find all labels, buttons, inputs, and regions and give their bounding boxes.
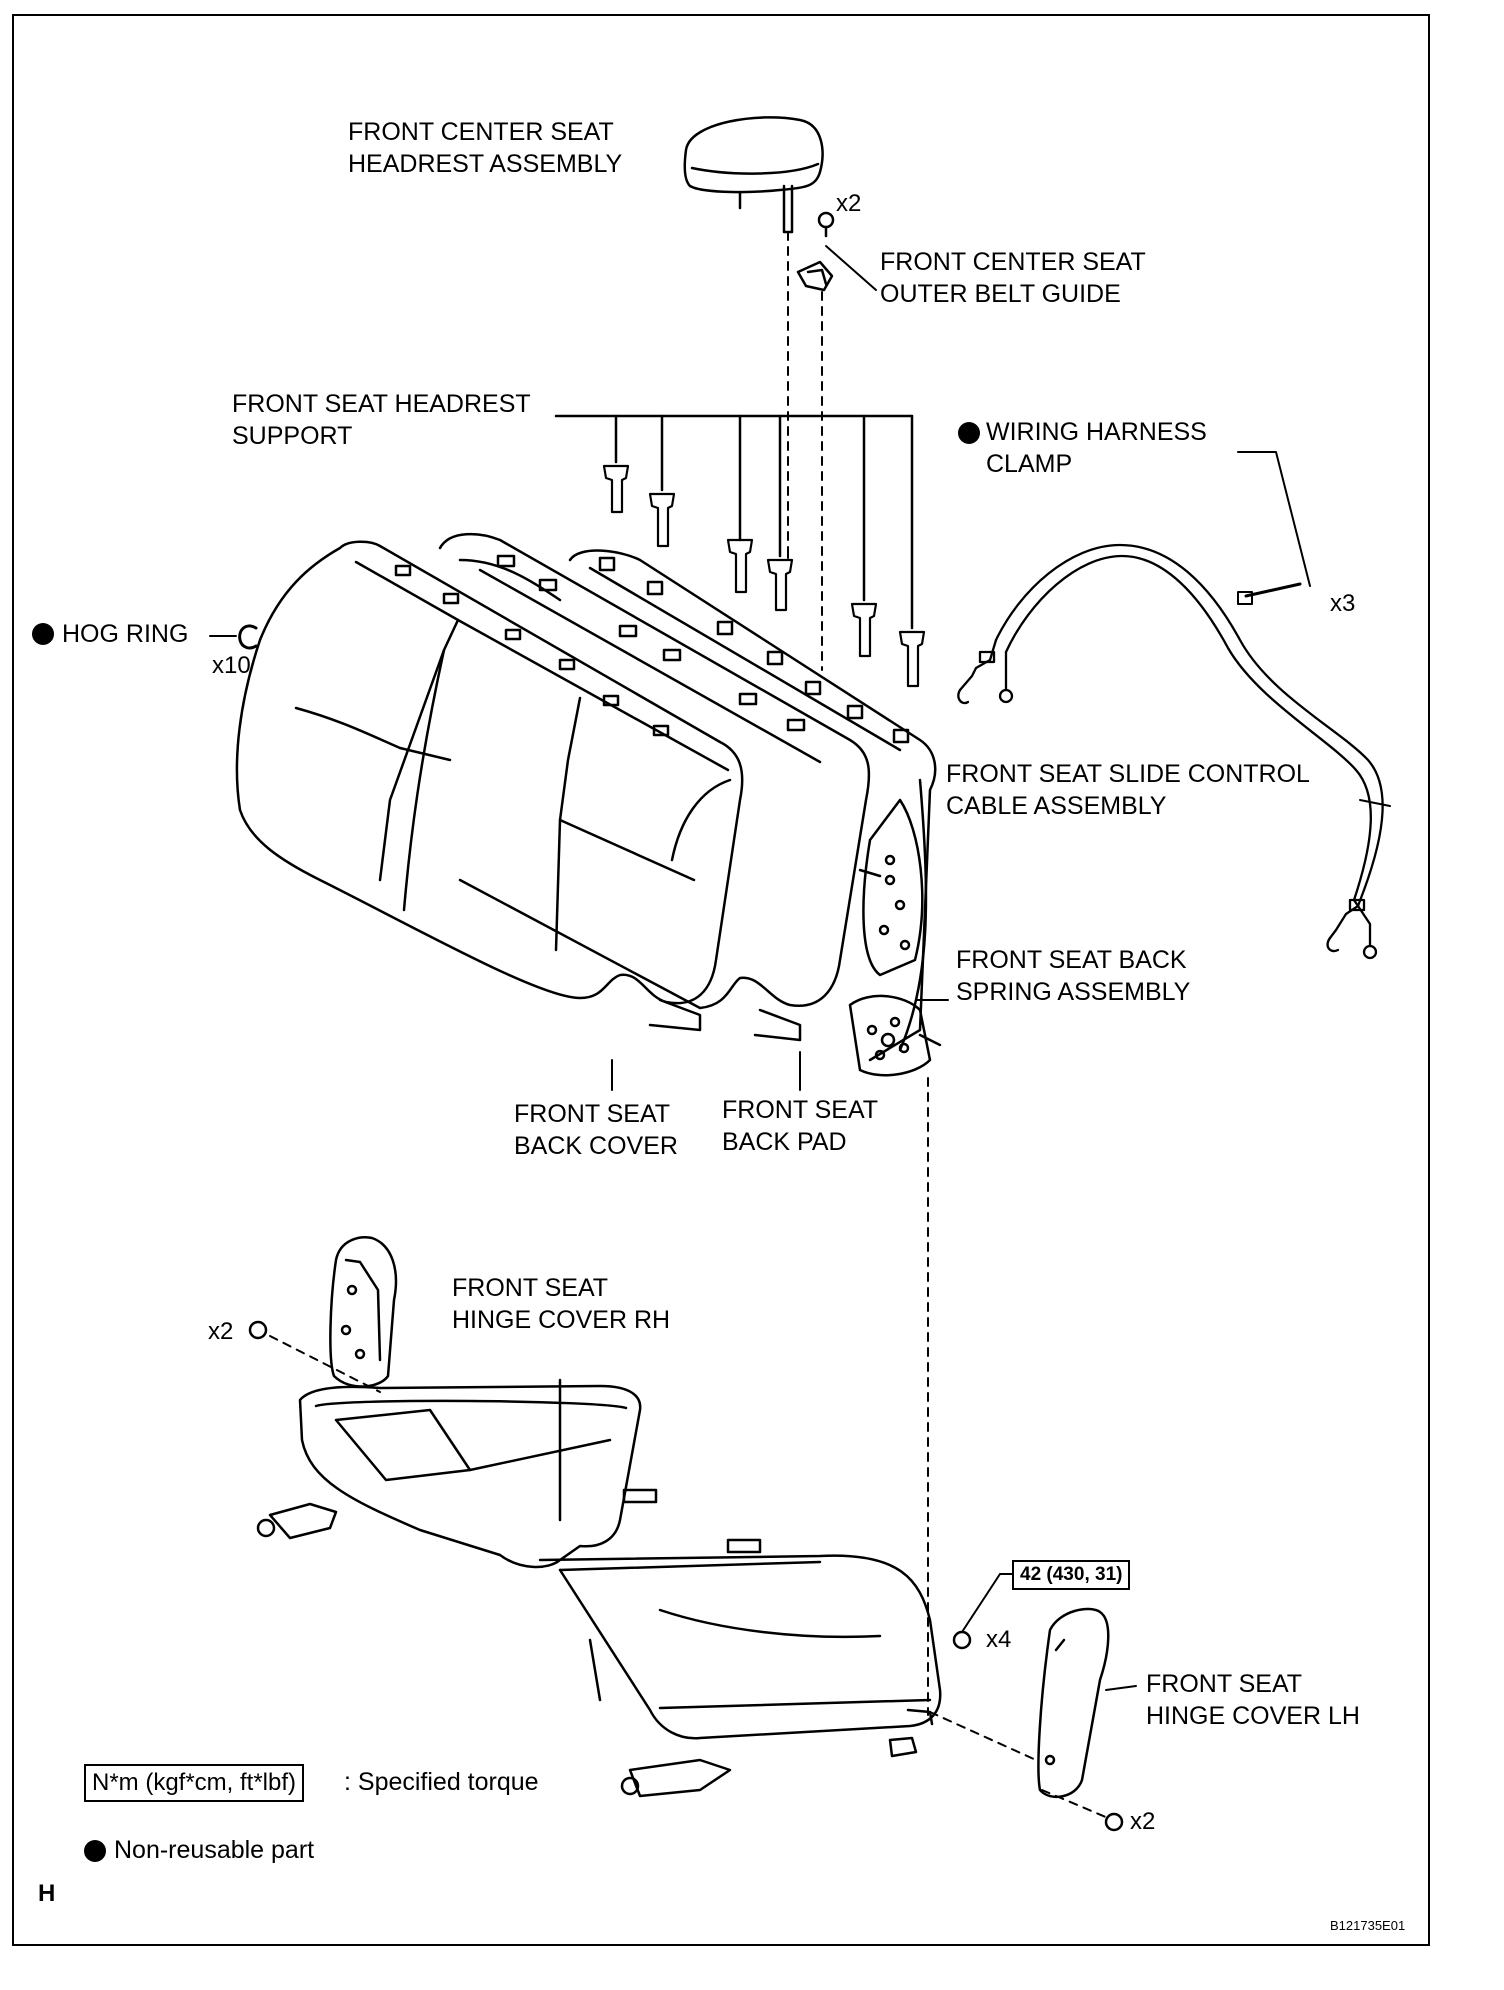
slide-cable-drawing <box>957 543 1384 960</box>
hog-ring-drawing <box>209 624 258 650</box>
label-hog-ring: HOG RING <box>62 620 189 648</box>
qty-bolt-x4: x4 <box>986 1626 1012 1653</box>
legend-nonreusable-marker <box>84 1840 106 1862</box>
qty-clamp-x3: x3 <box>1330 590 1356 617</box>
legend-torque-unit: N*m (kgf*cm, ft*lbf) <box>84 1764 305 1802</box>
nonreusable-marker-clamp <box>958 422 980 444</box>
hinge-cover-lh-drawing <box>929 1607 1137 1832</box>
figure-id: B121735E01 <box>1330 1918 1406 1933</box>
legend-nonreusable-text: Non-reusable part <box>114 1836 315 1864</box>
hinge-cover-rh-drawing <box>248 1236 398 1393</box>
label-back-cover-line2: BACK COVER <box>514 1132 678 1160</box>
label-hinge-rh-line2: HINGE COVER RH <box>452 1306 671 1334</box>
label-belt-guide-line1: FRONT CENTER SEAT <box>880 248 1146 276</box>
qty-hog-x10: x10 <box>212 652 251 679</box>
legend-torque-text: : Specified torque <box>344 1768 539 1796</box>
label-back-cover-line1: FRONT SEAT <box>514 1100 671 1128</box>
label-headrest-support-line1: FRONT SEAT HEADREST <box>232 390 531 418</box>
headrest-drawing <box>683 116 824 234</box>
bolt-x4-drawing <box>952 1573 1013 1650</box>
label-back-spring-line2: SPRING ASSEMBLY <box>956 978 1191 1006</box>
label-back-spring-line1: FRONT SEAT BACK <box>956 946 1187 974</box>
nonreusable-marker-hog-ring <box>32 623 54 645</box>
label-harness-clamp-line1: WIRING HARNESS <box>986 418 1207 446</box>
label-slide-cable-line1: FRONT SEAT SLIDE CONTROL <box>946 760 1310 788</box>
torque-spec-box: 42 (430, 31) <box>1012 1560 1131 1590</box>
belt-guide-drawing <box>796 211 835 292</box>
label-hinge-lh-line2: HINGE COVER LH <box>1146 1702 1360 1730</box>
label-slide-cable-line2: CABLE ASSEMBLY <box>946 792 1167 820</box>
label-hinge-lh-line1: FRONT SEAT <box>1146 1670 1303 1698</box>
label-headrest-support-line2: SUPPORT <box>232 422 353 450</box>
label-headrest-line2: HEADREST ASSEMBLY <box>348 150 623 178</box>
headrest-support-leader <box>554 414 914 630</box>
seat-cushion-drawing <box>256 1378 942 1798</box>
headrest-support-pins <box>602 464 926 688</box>
diagram-frame <box>12 14 1430 1946</box>
label-hinge-rh-line1: FRONT SEAT <box>452 1274 609 1302</box>
seat-back-cover <box>235 540 744 1032</box>
qty-lh-x2: x2 <box>1130 1808 1156 1835</box>
seat-back-pad <box>438 532 871 1042</box>
label-belt-guide-line2: OUTER BELT GUIDE <box>880 280 1121 308</box>
label-harness-clamp-line2: CLAMP <box>986 450 1073 478</box>
corner-letter: H <box>38 1880 56 1907</box>
label-headrest-line1: FRONT CENTER SEAT <box>348 118 614 146</box>
seat-back-frame <box>568 549 942 1077</box>
harness-clamp-drawing <box>1237 451 1311 605</box>
qty-screw-x2: x2 <box>836 190 862 217</box>
label-back-pad-line2: BACK PAD <box>722 1128 847 1156</box>
qty-rh-x2: x2 <box>208 1318 234 1345</box>
label-back-pad-line1: FRONT SEAT <box>722 1096 879 1124</box>
